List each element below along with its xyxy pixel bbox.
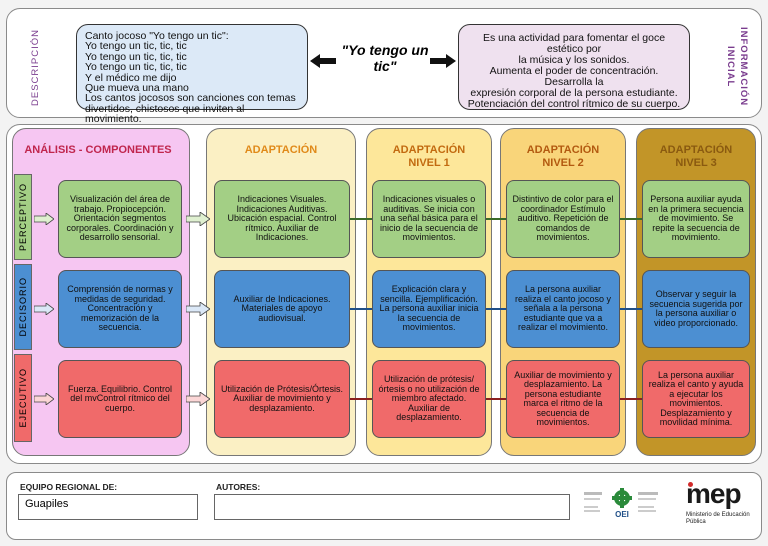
initial-info-box: Es una actividad para fomentar el goce e… xyxy=(458,24,690,110)
connector-line xyxy=(620,218,642,220)
decisorio-analisis-card: Comprensión de normas y medidas de segur… xyxy=(58,270,182,348)
connector-line xyxy=(350,218,372,220)
decisorio-adaptacion-card: Auxiliar de Indicaciones. Materiales de … xyxy=(214,270,350,348)
song-line: Que mueva una mano xyxy=(85,82,189,95)
oei-logo: OEI xyxy=(582,484,662,524)
decisorio-nivel3-card: Observar y seguir la secuencia sugerida … xyxy=(642,270,750,348)
arrow-left-icon xyxy=(310,54,336,68)
perceptivo-side: PERCEPTIVO xyxy=(14,174,32,260)
song-line: Los cantos jocosos son canciones con tem… xyxy=(85,92,296,105)
nivel3-heading: ADAPTACIÓN NIVEL 3 xyxy=(636,144,756,170)
song-line: Yo tengo un tic, tic, tic xyxy=(85,40,187,53)
ejecutivo-nivel2-card: Auxiliar de movimiento y desplazamiento.… xyxy=(506,360,620,438)
arrow-right-icon xyxy=(185,211,211,227)
nivel1-heading: ADAPTACIÓN NIVEL 1 xyxy=(366,144,492,170)
ejecutivo-analisis-card: Fuerza. Equilibrio. Control del mvContro… xyxy=(58,360,182,438)
ejecutivo-label: EJECUTIVO xyxy=(18,368,28,428)
nivel3-heading-line: ADAPTACIÓN xyxy=(659,144,733,156)
song-line: divertidos, chistosos que inviten al mov… xyxy=(85,102,245,126)
info-line: la música y los sonidos. xyxy=(518,54,630,66)
mep-logo: mep Ministerio de Educación Pública xyxy=(682,478,758,528)
connector-line xyxy=(486,398,506,400)
nivel3-heading-line: NIVEL 3 xyxy=(675,157,717,169)
activity-title: "Yo tengo un tic" xyxy=(341,42,429,74)
nivel1-heading-line: NIVEL 1 xyxy=(408,157,450,169)
ejecutivo-adaptacion-card: Utilización de Prótesis/Órtesis. Auxilia… xyxy=(214,360,350,438)
perceptivo-nivel1-card: Indicaciones visuales o auditivas. Se in… xyxy=(372,180,486,258)
song-line: Y el médico me dijo xyxy=(85,71,177,84)
connector-line xyxy=(486,218,506,220)
connector-line xyxy=(350,308,372,310)
connector-line xyxy=(350,398,372,400)
nivel2-heading: ADAPTACIÓN NIVEL 2 xyxy=(500,144,626,170)
equipo-regional-field[interactable]: Guapiles xyxy=(18,494,198,520)
autores-label: AUTORES: xyxy=(216,482,261,492)
arrow-right-icon xyxy=(33,392,55,406)
song-line: Yo tengo un tic, tic, tic xyxy=(85,50,187,63)
info-line: Potenciación del control rítmico de su c… xyxy=(467,98,681,110)
connector-line xyxy=(486,308,506,310)
decisorio-side: DECISORIO xyxy=(14,264,32,350)
perceptivo-label: PERCEPTIVO xyxy=(18,182,28,251)
descripcion-label: DESCRIPCIÓN xyxy=(30,29,41,107)
nivel2-heading-line: NIVEL 2 xyxy=(542,157,584,169)
nivel1-heading-line: ADAPTACIÓN xyxy=(392,144,466,156)
oei-text: OEI xyxy=(615,510,629,519)
arrow-right-icon xyxy=(33,302,55,316)
analisis-heading: ANÁLISIS - COMPONENTES xyxy=(24,144,172,156)
mep-logo-text: mep xyxy=(686,478,742,509)
connector-line xyxy=(620,308,642,310)
arrow-right-icon xyxy=(33,212,55,226)
informacion-inicial-label: INFORMACIÓN INICIAL xyxy=(725,27,749,107)
decisorio-nivel2-card: La persona auxiliar realiza el canto joc… xyxy=(506,270,620,348)
autores-field[interactable] xyxy=(214,494,570,520)
info-line: Es una actividad para fomentar el goce e… xyxy=(482,32,666,55)
arrow-right-icon xyxy=(185,301,211,317)
perceptivo-adaptacion-card: Indicaciones Visuales. Indicaciones Audi… xyxy=(214,180,350,258)
equipo-regional-label: EQUIPO REGIONAL DE: xyxy=(20,482,118,492)
nivel2-heading-line: ADAPTACIÓN xyxy=(526,144,600,156)
decisorio-nivel1-card: Explicación clara y sencilla. Ejemplific… xyxy=(372,270,486,348)
song-line: Canto jocoso "Yo tengo un tic": xyxy=(85,30,229,42)
connector-line xyxy=(620,398,642,400)
info-line: expresión corporal de la persona estudia… xyxy=(470,87,678,99)
adaptacion-heading: ADAPTACIÓN xyxy=(244,144,318,156)
arrow-right-icon xyxy=(430,54,456,68)
song-line: Yo tengo un tic, tic, tic xyxy=(85,61,187,74)
perceptivo-analisis-card: Visualización del área de trabajo. Propi… xyxy=(58,180,182,258)
perceptivo-nivel2-card: Distintivo de color para el coordinador … xyxy=(506,180,620,258)
info-line: Aumenta el poder de concentración. Desar… xyxy=(489,65,659,88)
mep-subtitle: Ministerio de Educación Pública xyxy=(686,512,750,525)
decisorio-label: DECISORIO xyxy=(18,277,28,337)
mep-dot xyxy=(688,482,693,487)
ejecutivo-nivel3-card: La persona auxiliar realiza el canto y a… xyxy=(642,360,750,438)
song-description-box: Canto jocoso "Yo tengo un tic": Yo tengo… xyxy=(76,24,308,124)
ejecutivo-nivel1-card: Utilización de prótesis/órtesis o no uti… xyxy=(372,360,486,438)
ejecutivo-side: EJECUTIVO xyxy=(14,354,32,442)
arrow-right-icon xyxy=(185,391,211,407)
perceptivo-nivel3-card: Persona auxiliar ayuda en la primera sec… xyxy=(642,180,750,258)
